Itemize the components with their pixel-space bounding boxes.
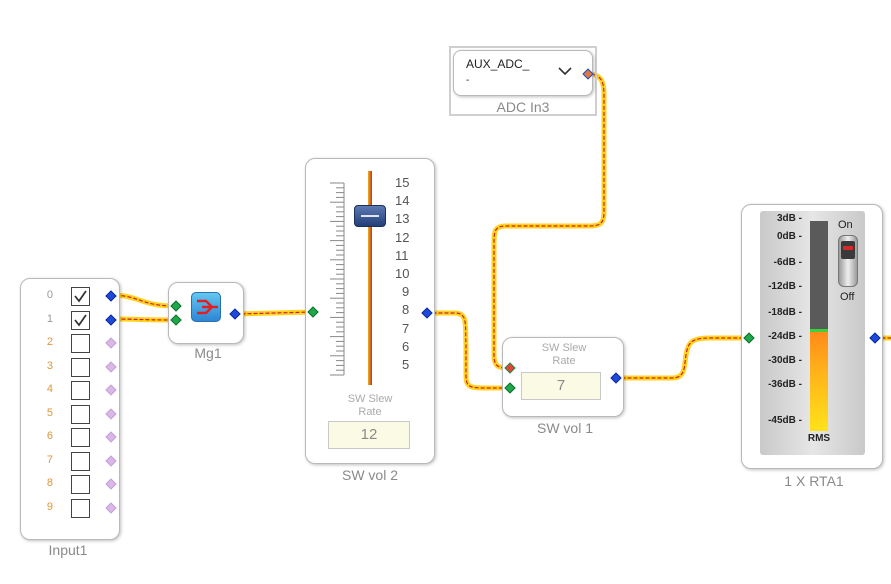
channel-checkbox[interactable] (71, 428, 90, 447)
channel-output-pin[interactable] (105, 407, 117, 420)
sw-vol1-slew-value[interactable]: 7 (521, 372, 601, 400)
channel-index: 2 (46, 336, 53, 348)
channel-output-pin[interactable] (105, 454, 117, 467)
fader-scale-label: 15 (395, 175, 410, 190)
rta-db-label: -36dB - (768, 379, 802, 390)
channel-index: 4 (46, 383, 53, 395)
sw-vol2-slew-value[interactable]: 12 (328, 421, 410, 449)
channel-index: 9 (46, 500, 53, 513)
channel-checkbox[interactable] (71, 287, 90, 306)
rta-peak-marker (810, 329, 828, 333)
adc-source-select[interactable]: AUX_ADC_ (466, 57, 530, 71)
sw-vol1-caption: SW vol 1 (536, 420, 593, 436)
fader-scale-label: 6 (402, 338, 410, 354)
rta-db-label: -24dB - (768, 331, 802, 342)
channel-output-pin[interactable] (105, 384, 117, 396)
fader-scale-label: 14 (395, 193, 410, 209)
sw-vol2-caption: SW vol 2 (341, 467, 398, 483)
channel-index: 1 (46, 312, 53, 325)
sw-vol1-slew-label: SW Slew Rate (541, 342, 587, 367)
fader-scale-label: 8 (402, 302, 410, 318)
wire-mg1-to-swvol2 (233, 309, 316, 317)
channel-checkbox[interactable] (71, 475, 90, 494)
toggle-knob (841, 241, 855, 259)
rta-block[interactable]: 3dB - 0dB - -6dB - -12dB - -18dB - -24dB - -30… (741, 204, 883, 469)
channel-index: 0 (46, 289, 53, 301)
rta-db-label: 3dB - (777, 213, 802, 224)
rta-power-toggle[interactable] (838, 235, 858, 287)
sw-vol2-block[interactable]: 15 14 13 12 11 10 9 8 7 6 5 SW Slew Rate 12 (305, 158, 435, 464)
sw-vol1-block[interactable]: SW Slew Rate 7 (502, 337, 624, 417)
wire-swvol1-to-rta (613, 335, 752, 381)
fader-scale-label: 11 (395, 247, 409, 263)
channel-index: 6 (46, 430, 53, 442)
channel-checkbox[interactable] (71, 404, 90, 424)
rta-db-label: -30dB - (768, 355, 802, 366)
fader-track (368, 171, 372, 385)
wire-adc-to-swvol1 (491, 71, 607, 371)
rta-db-label: -45dB - (768, 415, 802, 426)
channel-output-pin[interactable] (105, 501, 117, 514)
fader-scale-label: 5 (402, 357, 410, 372)
rta-db-label: -6dB - (773, 257, 802, 268)
adc-in3-caption: ADC In3 (496, 99, 550, 115)
fader-scale-label: 10 (395, 266, 410, 281)
channel-output-pin[interactable] (105, 337, 117, 349)
fader-scale-label: 7 (402, 320, 410, 336)
input1-block[interactable]: 0 1 2 3 4 5 6 7 8 9 (20, 278, 120, 540)
rta-db-label: 0dB - (777, 231, 802, 242)
channel-checkbox[interactable] (71, 498, 90, 518)
sw-vol2-slew-label: SW Slew Rate (347, 393, 393, 418)
channel-index: 7 (46, 453, 53, 466)
adc-in3-block[interactable]: AUX_ADC_ - (453, 50, 593, 96)
fader-scale-label: 9 (402, 284, 410, 300)
merge-icon (191, 292, 221, 322)
adc-in3-frame (449, 46, 597, 116)
channel-output-pin[interactable] (105, 478, 117, 490)
rta-level-fill (810, 332, 828, 431)
channel-checkbox[interactable] (71, 357, 90, 377)
fader-ticks (330, 182, 345, 376)
channel-index: 8 (46, 477, 53, 489)
fader-scale-label: 12 (395, 229, 410, 245)
channel-output-pin[interactable] (105, 431, 117, 443)
channel-checkbox[interactable] (71, 381, 90, 400)
fader-scale-label: 13 (395, 211, 410, 227)
rta-switch-off-label: Off (840, 291, 855, 303)
wire-swvol2-to-swvol1 (424, 310, 513, 391)
rta-level-meter (810, 221, 828, 431)
channel-checkbox[interactable] (71, 334, 90, 353)
channel-output-pin[interactable] (105, 290, 117, 302)
adc-select-underscore: - (466, 75, 470, 86)
mg1-caption: Mg1 (194, 345, 222, 361)
channel-output-pin[interactable] (105, 360, 117, 373)
fader-handle[interactable] (354, 205, 386, 227)
rta-mode-label: RMS (807, 433, 831, 444)
channel-index: 3 (46, 359, 53, 372)
channel-index: 5 (46, 406, 53, 419)
rta-db-label: -18dB - (768, 307, 802, 318)
rta-db-label: -12dB - (768, 281, 802, 292)
channel-output-pin[interactable] (105, 313, 117, 326)
channel-checkbox[interactable] (71, 451, 90, 471)
input1-caption: Input1 (48, 542, 88, 558)
mg1-block[interactable] (168, 282, 244, 344)
rta-caption: 1 X RTA1 (784, 473, 844, 489)
channel-checkbox[interactable] (71, 310, 90, 330)
rta-switch-on-label: On (838, 219, 853, 231)
chevron-down-icon[interactable] (558, 63, 572, 81)
